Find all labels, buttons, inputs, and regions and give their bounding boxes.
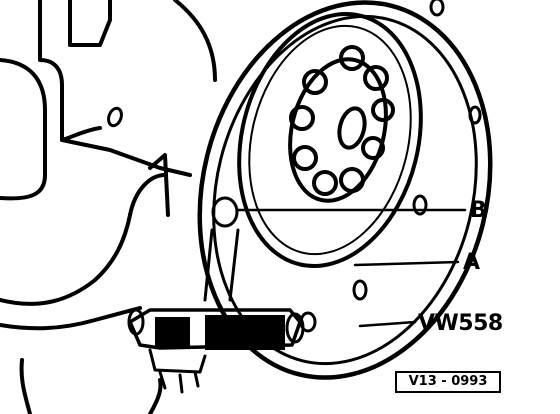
callout-b: B [470,198,487,223]
flywheel [197,0,493,380]
tool-vw558 [127,308,305,394]
leader-lines [236,208,467,328]
flywheel-hub [288,57,388,203]
locating-pin-b [203,196,240,302]
engine-housing [0,0,217,414]
callout-tool: VW558 [418,311,503,336]
hub-bolts [289,45,395,196]
figure-reference: V13 - 0993 [395,371,501,393]
callout-a: A [463,250,481,275]
